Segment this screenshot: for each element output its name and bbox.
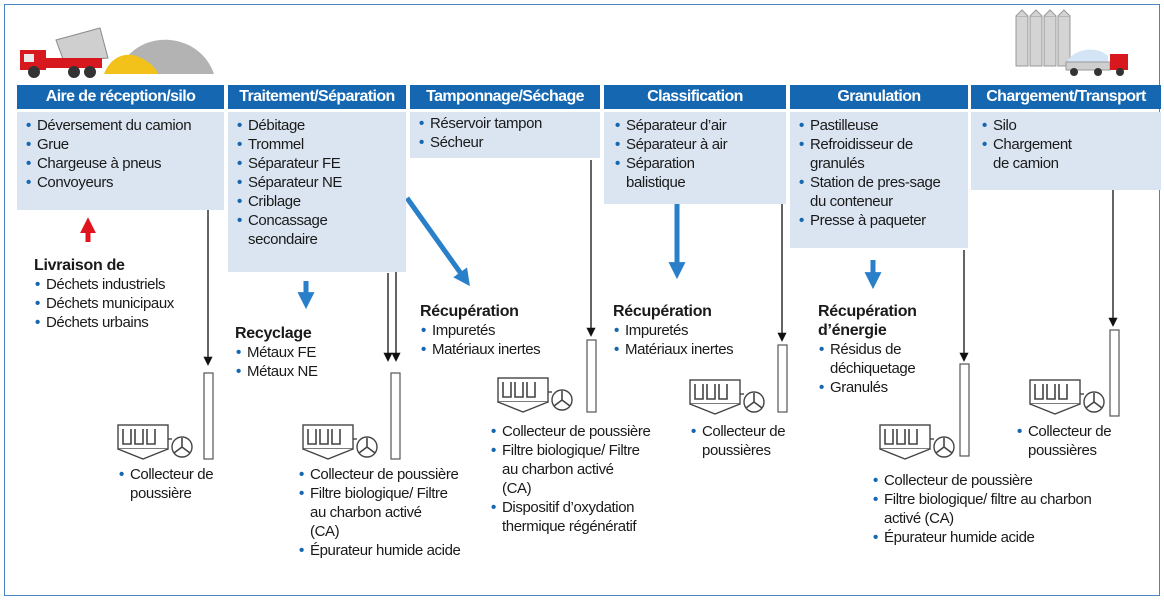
col-header-treatment: Traitement/Séparation [228, 85, 406, 109]
dust-collector-icon [497, 377, 573, 413]
dust-collector-icon [879, 424, 955, 460]
list-item: Déchets urbains [34, 313, 210, 332]
recovery-1-arrow [404, 196, 470, 287]
list-item: Résidus de déchiquetage [818, 340, 928, 378]
dust-caption-3: Collecteur de poussière Filtre biologiqu… [490, 422, 680, 536]
list-item: Séparateur NE [236, 173, 400, 192]
dust-collector-icon [117, 424, 193, 460]
col-header-loading: Chargement/Transport [971, 85, 1161, 109]
silo-truck-icon [1015, 9, 1128, 76]
list-item: Presse à paqueter [798, 211, 964, 230]
list-item: Séparation balistique [614, 154, 714, 192]
dust-collector-icon [689, 379, 765, 415]
list-item: Chargement de camion [981, 135, 1091, 173]
col-header-reception: Aire de réception/silo [17, 85, 224, 109]
col-box-classification: Séparateur d’air Séparateur à air Sépara… [604, 112, 786, 204]
list-item: Déchets industriels [34, 275, 210, 294]
col-header-buffering: Tamponnage/Séchage [410, 85, 600, 109]
list-item: Criblage [236, 192, 400, 211]
list-item: Collecteur de poussières [690, 422, 790, 460]
list-item: Pastilleuse [798, 116, 964, 135]
list-item: Chargeuse à pneus [25, 154, 218, 173]
col-box-buffering: Réservoir tampon Sécheur [410, 112, 600, 158]
delivery-block: Livraison de Déchets industriels Déchets… [34, 256, 210, 332]
recovery-title: Récupération [613, 303, 712, 320]
dust-caption-5: Collecteur de poussière Filtre biologiqu… [872, 471, 1102, 547]
list-item: Dispositif d’oxydation thermique régénér… [490, 498, 670, 536]
dust-caption-2: Collecteur de poussière Filtre biologiqu… [298, 465, 488, 560]
list-item: Silo [981, 116, 1155, 135]
list-item: Impuretés [420, 321, 580, 340]
dust-collector-icon [1029, 379, 1105, 415]
list-item: Refroidisseur de granulés [798, 135, 958, 173]
dust-caption-4: Collecteur de poussières [690, 422, 790, 460]
list-item: Débitage [236, 116, 400, 135]
energy-block: Récupération d’énergie Résidus de déchiq… [818, 302, 943, 397]
list-item: Matériaux inertes [613, 340, 773, 359]
list-item: Impuretés [613, 321, 773, 340]
list-item: Station de pres-sage du conteneur [798, 173, 958, 211]
list-item: Collecteur de poussière [298, 465, 488, 484]
col-box-treatment: Débitage Trommel Séparateur FE Séparateu… [228, 112, 406, 272]
energy-title: Récupération d’énergie [818, 303, 917, 339]
dust-caption-1: Collecteur de poussière [118, 465, 238, 503]
recycling-block: Recyclage Métaux FE Métaux NE [235, 324, 375, 381]
list-item: Filtre biologique/ Filtre au charbon act… [298, 484, 448, 541]
list-item: Collecteur de poussière [490, 422, 680, 441]
dump-truck-icon [20, 27, 214, 78]
chimneys [203, 329, 1120, 460]
list-item: Matériaux inertes [420, 340, 580, 359]
list-item: Séparateur à air [614, 135, 780, 154]
list-item: Épurateur humide acide [298, 541, 488, 560]
list-item: Déversement du camion [25, 116, 218, 135]
list-item: Filtre biologique/ Filtre au charbon act… [490, 441, 640, 498]
list-item: Métaux NE [235, 362, 375, 381]
delivery-title: Livraison de [34, 257, 125, 274]
list-item: Réservoir tampon [418, 114, 594, 133]
list-item: Sécheur [418, 133, 594, 152]
list-item: Métaux FE [235, 343, 375, 362]
list-item: Collecteur de poussières [1016, 422, 1131, 460]
recycling-title: Recyclage [235, 325, 312, 342]
diagram-frame [4, 4, 1160, 596]
recovery-block-2: Récupération Impuretés Matériaux inertes [613, 302, 773, 359]
recovery-title: Récupération [420, 303, 519, 320]
list-item: Filtre biologique/ filtre au charbon act… [872, 490, 1097, 528]
list-item: Déchets municipaux [34, 294, 210, 313]
list-item: Séparateur FE [236, 154, 400, 173]
col-header-classification: Classification [604, 85, 786, 109]
list-item: Convoyeurs [25, 173, 218, 192]
list-item: Épurateur humide acide [872, 528, 1102, 547]
list-item: Trommel [236, 135, 400, 154]
dust-caption-6: Collecteur de poussières [1016, 422, 1136, 460]
list-item: Concassage secondaire [236, 211, 346, 249]
col-box-granulation: Pastilleuse Refroidisseur de granulés St… [790, 112, 968, 248]
col-header-granulation: Granulation [790, 85, 968, 109]
recovery-block-1: Récupération Impuretés Matériaux inertes [420, 302, 580, 359]
col-box-reception: Déversement du camion Grue Chargeuse à p… [17, 112, 224, 210]
dust-collector-icon [302, 424, 378, 460]
list-item: Séparateur d’air [614, 116, 780, 135]
list-item: Granulés [818, 378, 943, 397]
list-item: Collecteur de poussière [872, 471, 1102, 490]
list-item: Grue [25, 135, 218, 154]
list-item: Collecteur de poussière [118, 465, 233, 503]
col-box-loading: Silo Chargement de camion [971, 112, 1161, 190]
